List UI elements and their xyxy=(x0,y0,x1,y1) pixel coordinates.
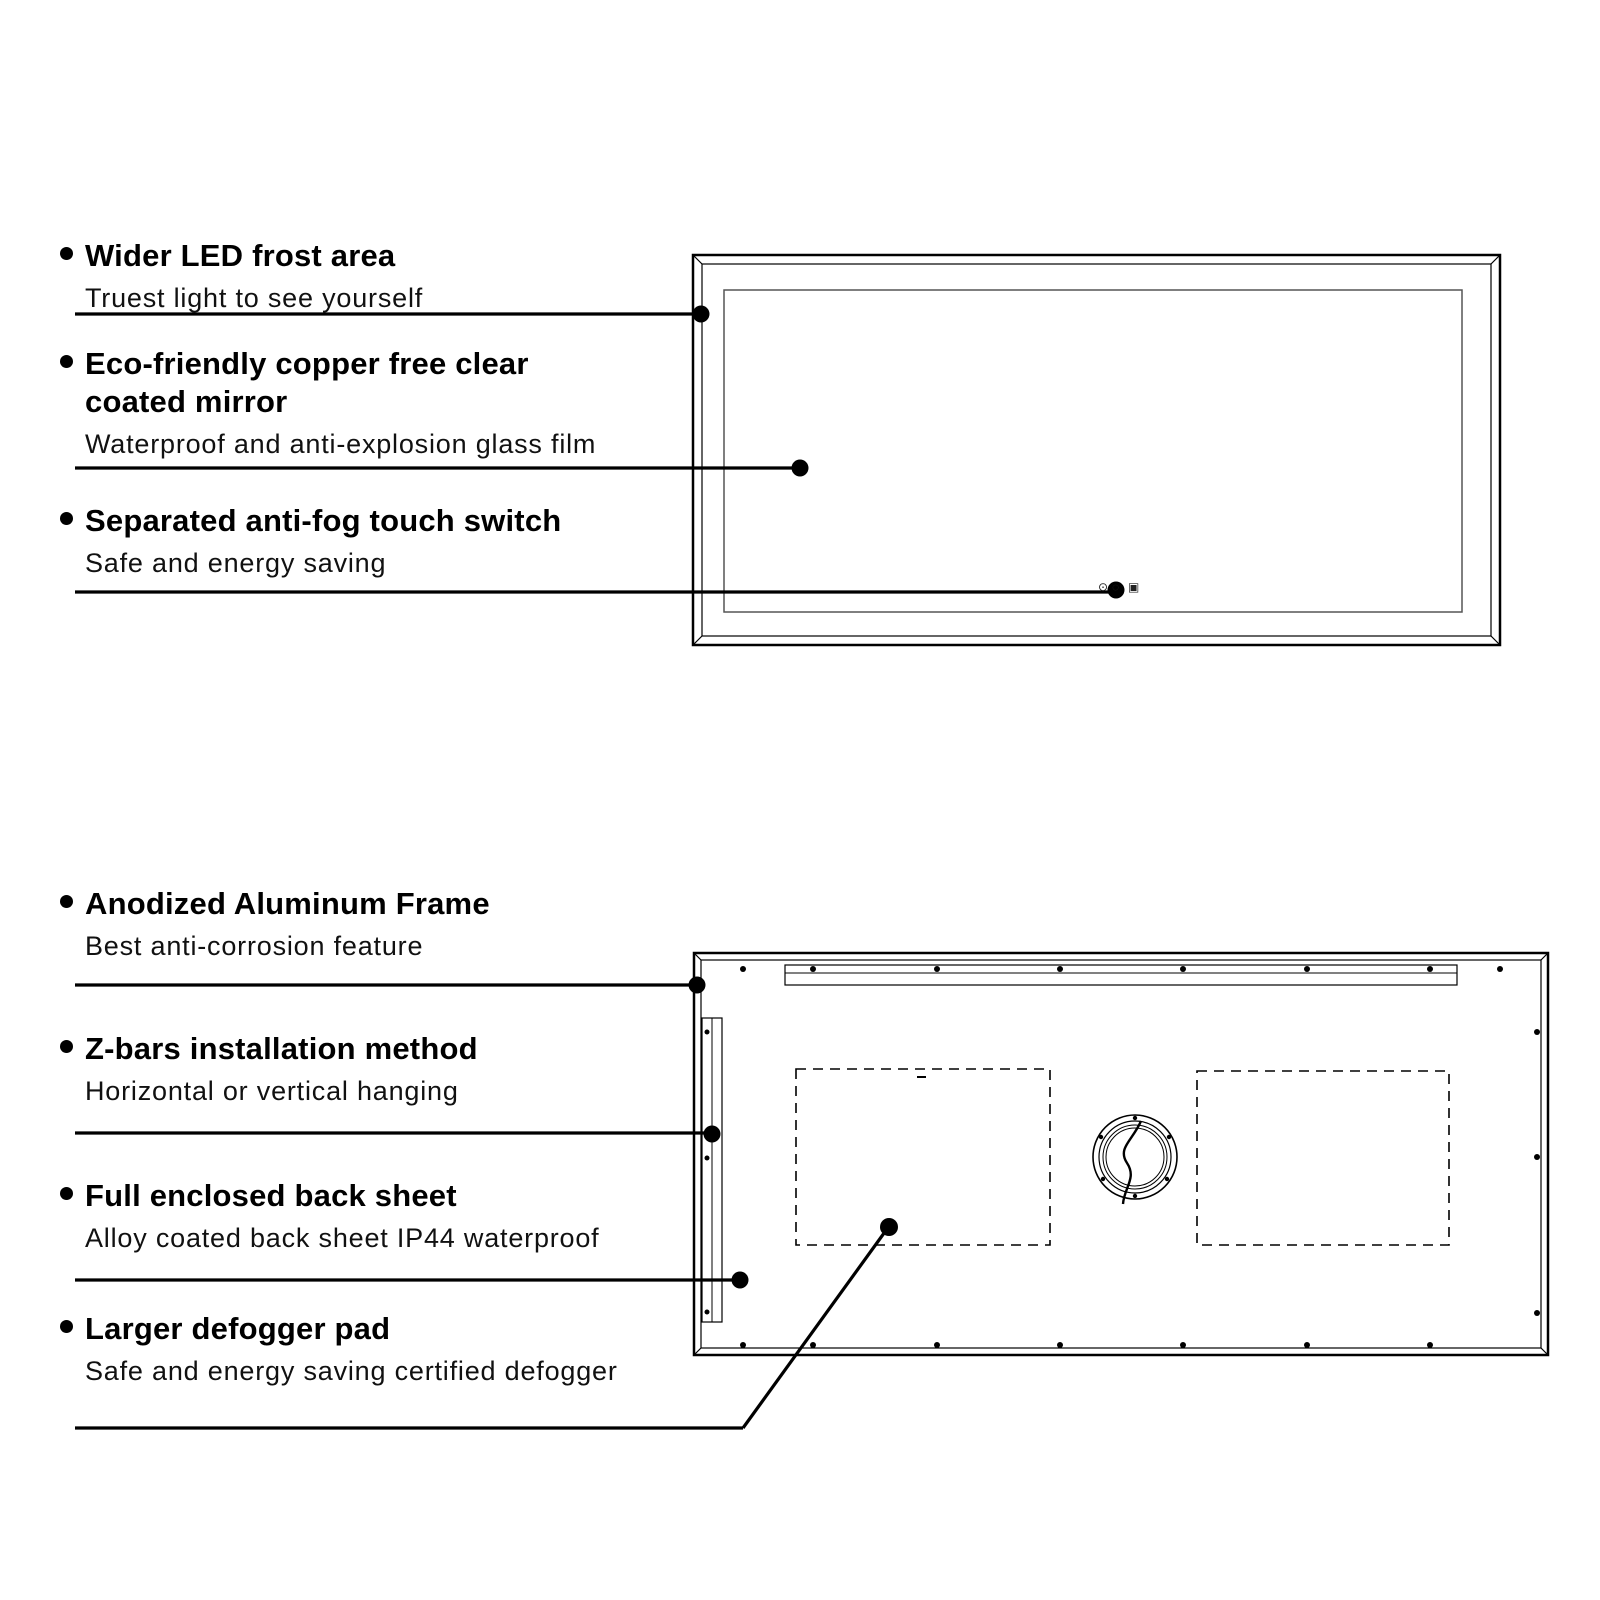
bullet-icon xyxy=(60,1320,73,1333)
front-bevel-bl xyxy=(692,635,703,646)
bullet-icon xyxy=(60,355,73,368)
feature-subtitle: Alloy coated back sheet IP44 waterproof xyxy=(85,1223,600,1253)
leader-defogger-diagonal xyxy=(741,1228,889,1429)
leader-dot-coated-mirror xyxy=(791,459,809,477)
front-led-frost-border xyxy=(723,289,1463,613)
feature-subtitle: Best anti-corrosion feature xyxy=(85,931,424,961)
leader-dot-back-sheet xyxy=(731,1271,749,1289)
front-bevel-br xyxy=(1490,635,1501,646)
feature-z-bars: Z-bars installation method Horizontal or… xyxy=(60,1030,478,1107)
defogger-pad-right xyxy=(1196,1070,1450,1246)
bullet-icon xyxy=(60,1040,73,1053)
bullet-icon xyxy=(60,512,73,525)
screws-right-column xyxy=(1534,1029,1540,1316)
back-outer-frame xyxy=(692,951,1550,1357)
leader-dot-aluminum-frame xyxy=(688,976,706,994)
leader-dot-z-bars xyxy=(703,1125,721,1143)
top-z-bar xyxy=(784,964,1458,986)
defog-icon[interactable]: ▣ xyxy=(1128,580,1140,594)
feature-title: Full enclosed back sheet xyxy=(85,1178,457,1213)
front-view xyxy=(691,253,1502,647)
back-bevel-tr xyxy=(1540,952,1549,961)
feature-defogger-pad: Larger defogger pad Safe and energy savi… xyxy=(60,1310,618,1387)
feature-aluminum-frame: Anodized Aluminum Frame Best anti-corros… xyxy=(60,885,490,962)
bullet-icon xyxy=(60,247,73,260)
front-bevel-tr xyxy=(1490,254,1501,265)
back-bevel-bl xyxy=(693,1347,702,1356)
bullet-icon xyxy=(60,1187,73,1200)
feature-wider-led-frost-area: Wider LED frost area Truest light to see… xyxy=(60,237,424,314)
screws-top-row xyxy=(740,966,1503,972)
feature-subtitle: Safe and energy saving xyxy=(85,548,387,578)
feature-title: Larger defogger pad xyxy=(85,1311,391,1346)
feature-title: Wider LED frost area xyxy=(85,238,396,273)
defogger-pad-left xyxy=(795,1068,1051,1246)
feature-subtitle: Horizontal or vertical hanging xyxy=(85,1076,459,1106)
leader-dot-wider-led xyxy=(692,305,710,323)
leader-dot-touch-switch xyxy=(1107,581,1125,599)
feature-subtitle: Safe and energy saving certified defogge… xyxy=(85,1356,618,1386)
feature-title: Anodized Aluminum Frame xyxy=(85,886,490,921)
screws-bottom-row xyxy=(740,1342,1433,1348)
back-inner-frame xyxy=(700,959,1542,1349)
feature-subtitle: Truest light to see yourself xyxy=(85,283,424,313)
back-bevel-br xyxy=(1540,1347,1549,1356)
feature-title-line2: coated mirror xyxy=(85,384,288,419)
feature-title-line1: Eco-friendly copper free clear xyxy=(85,346,529,381)
leader-dot-defogger xyxy=(880,1218,898,1236)
back-bevel-tl xyxy=(693,952,702,961)
back-view xyxy=(692,951,1550,1357)
front-outer-frame xyxy=(691,253,1502,647)
feature-subtitle: Waterproof and anti-explosion glass film xyxy=(85,429,597,459)
feature-back-sheet: Full enclosed back sheet Alloy coated ba… xyxy=(60,1177,600,1254)
bullet-icon xyxy=(60,895,73,908)
junction-box xyxy=(1092,1114,1178,1205)
feature-anti-fog-switch: Separated anti-fog touch switch Safe and… xyxy=(60,502,562,579)
front-inner-frame xyxy=(701,263,1492,637)
junction-cable xyxy=(1121,1120,1143,1205)
feature-eco-friendly-mirror: Eco-friendly copper free clear coated mi… xyxy=(60,345,597,460)
leader-lines xyxy=(75,305,1125,1430)
left-z-bar xyxy=(701,1017,723,1323)
light-icon[interactable]: ◌ xyxy=(1112,580,1120,594)
front-bevel-tl xyxy=(692,254,703,265)
power-icon[interactable]: ⊙ xyxy=(1098,580,1109,594)
feature-title: Separated anti-fog touch switch xyxy=(85,503,562,538)
feature-title: Z-bars installation method xyxy=(85,1031,478,1066)
